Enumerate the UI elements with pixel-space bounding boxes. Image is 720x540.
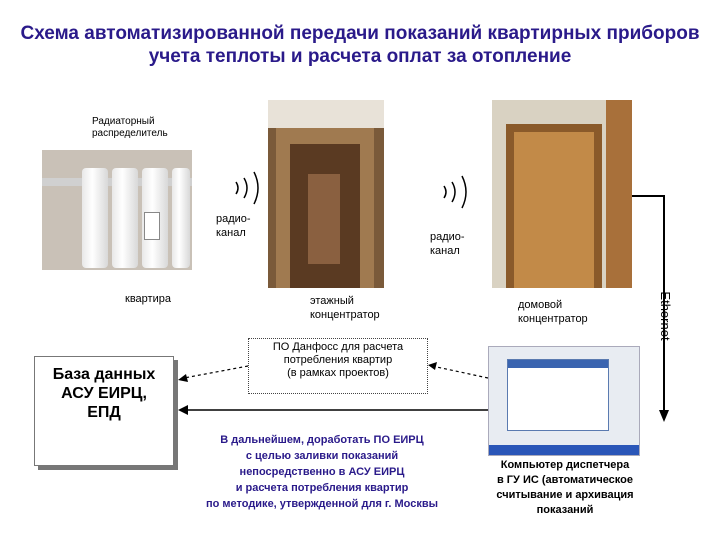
radiator-photo (42, 150, 192, 270)
database-box: База данных АСУ ЕИРЦ, ЕПД (34, 356, 174, 466)
apartment-label: квартира (125, 293, 171, 305)
meter-device-icon (144, 212, 160, 240)
radiator-distributor-label: Радиаторный распределитель (92, 116, 168, 139)
house-concentrator-photo (492, 100, 632, 288)
radio-wave-icon-2 (443, 175, 467, 209)
radio-wave-icon-1 (235, 171, 259, 205)
diagram-title: Схема автоматизированной передачи показа… (20, 23, 700, 67)
dashed-arrow-to-software (431, 365, 489, 379)
radio-channel-label-2: радио- канал (430, 231, 465, 257)
floor-concentrator-photo (268, 100, 384, 288)
radio-channel-label-1: радио- канал (216, 213, 251, 239)
ethernet-label: Ethernet (658, 291, 673, 341)
software-box: ПО Данфосс для расчета потребления кварт… (248, 338, 428, 394)
house-concentrator-label: домовой концентратор (518, 299, 588, 325)
dispatcher-computer-screenshot (488, 346, 640, 456)
future-plan-text: В дальнейшем, доработать ПО ЕИРЦ с целью… (205, 434, 439, 510)
dashed-arrow-to-database (183, 365, 249, 379)
computer-label: Компьютер диспетчера в ГУ ИС (автоматиче… (496, 459, 634, 516)
ethernet-line (632, 195, 665, 414)
floor-concentrator-label: этажный концентратор (310, 295, 380, 321)
